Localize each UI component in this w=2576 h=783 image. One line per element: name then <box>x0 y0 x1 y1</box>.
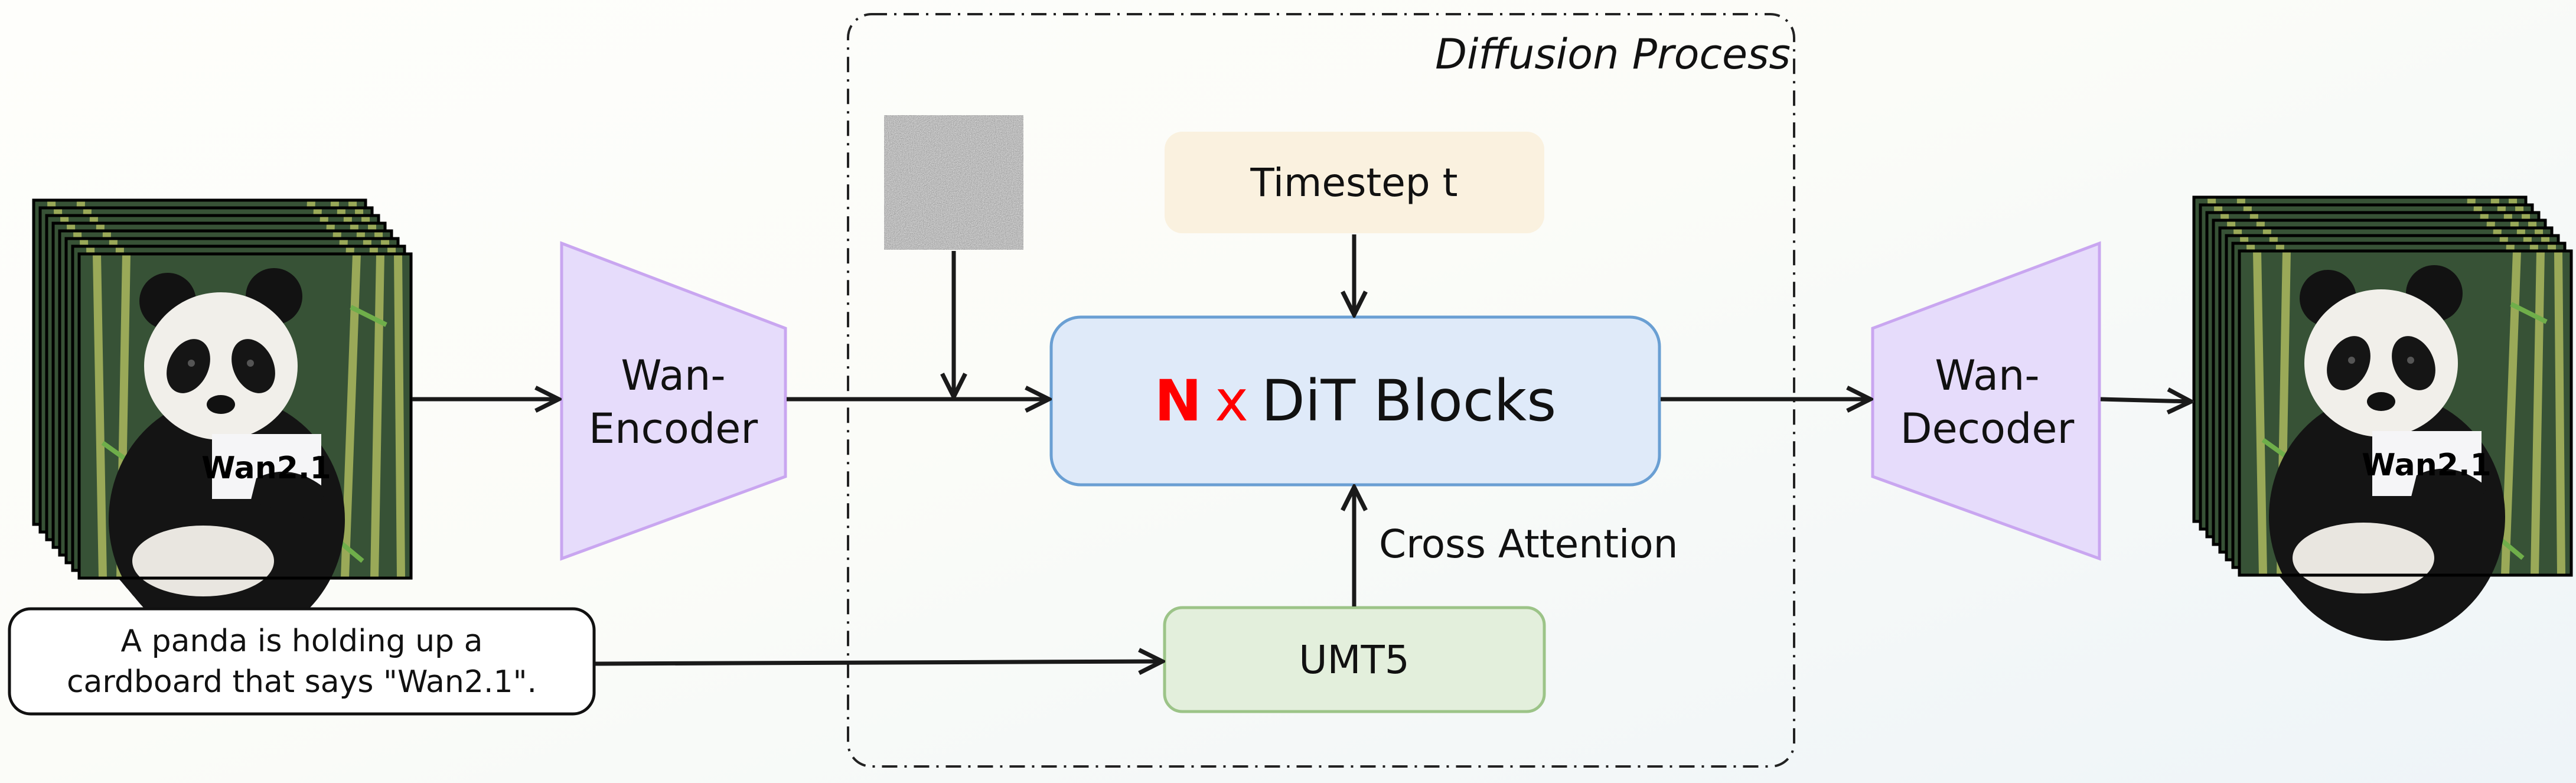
encoder-label-line1: Wan- <box>621 351 725 400</box>
wan-decoder-block <box>1871 241 2101 561</box>
diffusion-process-label: Diffusion Process <box>1435 30 1791 79</box>
arrows <box>412 234 2191 664</box>
panda-sign-text: Wan2.1 <box>201 451 331 486</box>
video-frame: Wan2.1 <box>79 254 411 644</box>
umt5-label: UMT5 <box>1299 637 1410 683</box>
prompt-line1: A panda is holding up a <box>121 624 483 659</box>
timestep-label: Timestep t <box>1250 160 1457 205</box>
prompt-box <box>8 607 596 716</box>
timestep-box <box>1165 132 1544 233</box>
arrow-prompt-to-umt5 <box>595 661 1162 664</box>
encoder-label-line2: Encoder <box>589 404 758 453</box>
dit-text: DiT Blocks <box>1261 368 1556 434</box>
output-video-frames: Wan2.1 <box>2194 197 2571 641</box>
dit-times: x <box>1215 368 1248 434</box>
decoder-label-line2: Decoder <box>1900 404 2075 453</box>
noise-image <box>884 115 1023 250</box>
cross-attention-label: Cross Attention <box>1379 521 1678 567</box>
panda-sign-text: Wan2.1 <box>2362 448 2492 483</box>
decoder-label-line1: Wan- <box>1935 351 2039 400</box>
arrow-decoder-to-output <box>2100 399 2191 402</box>
prompt-line2: cardboard that says "Wan2.1". <box>67 664 537 700</box>
diffusion-process-box <box>847 13 1795 768</box>
input-video-frames: Wan2.1 <box>34 200 411 644</box>
dit-n: N <box>1155 368 1202 434</box>
video-frame: Wan2.1 <box>2239 251 2571 641</box>
wan-encoder-block <box>560 241 787 561</box>
